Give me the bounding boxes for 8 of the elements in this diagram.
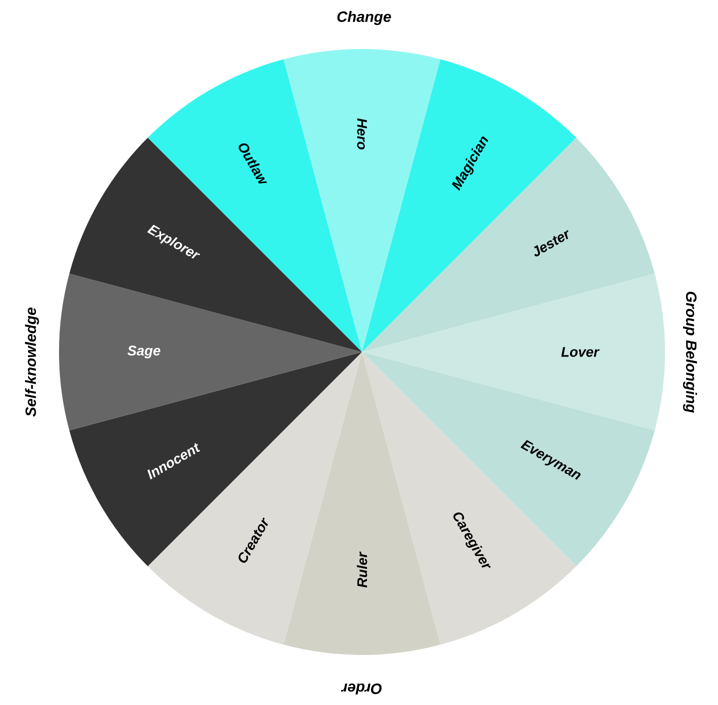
wheel-segment: Hero [284, 49, 440, 352]
wheel-segment: Sage [59, 274, 362, 430]
wheel-segment: Ruler [284, 352, 440, 655]
group-label: Self-knowledge [25, 308, 39, 417]
group-label: Order [341, 684, 382, 694]
wheel-segment: Lover [362, 274, 665, 430]
group-label: Change [337, 11, 391, 25]
group-label: Group Belonging [683, 292, 697, 413]
